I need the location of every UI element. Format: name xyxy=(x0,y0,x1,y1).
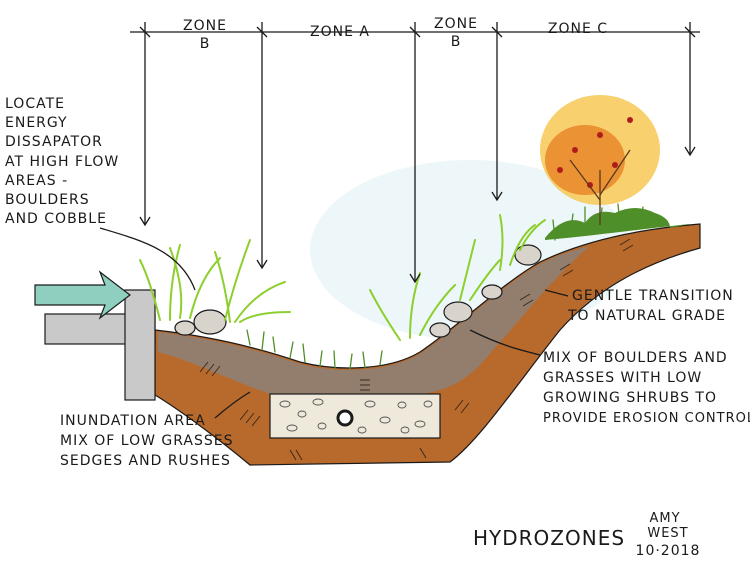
note-line: DISSAPATOR xyxy=(5,134,103,150)
headwall xyxy=(124,289,156,401)
zone-label: ZONE A xyxy=(310,24,370,40)
note-line: GROWING SHRUBS TO xyxy=(543,390,717,406)
zone-dimension-line xyxy=(130,22,700,284)
note-line: ENERGY xyxy=(5,115,68,131)
note-line: AT HIGH FLOW xyxy=(5,154,119,170)
leader-line xyxy=(214,391,251,419)
note-line: PROVIDE EROSION CONTROL xyxy=(543,411,750,426)
leader-line xyxy=(99,227,196,291)
underdrain-pipe xyxy=(336,409,354,427)
zone-label: ZONE xyxy=(183,18,227,34)
zone-label: B xyxy=(200,36,211,52)
note-line: MIX OF BOULDERS AND xyxy=(543,350,728,366)
groundcover xyxy=(545,208,690,240)
zone-label: ZONE C xyxy=(548,21,608,37)
boulders-grasses-note: MIX OF BOULDERS AND GRASSES WITH LOW GRO… xyxy=(543,350,750,426)
note-line: AREAS - xyxy=(5,173,68,189)
note-line: AND COBBLE xyxy=(5,211,107,227)
note-line: GENTLE TRANSITION xyxy=(572,288,734,304)
signature-last: WEST xyxy=(647,526,688,541)
note-line: MIX OF LOW GRASSES xyxy=(60,433,233,449)
leader-line xyxy=(544,289,569,297)
note-line: LOCATE xyxy=(5,96,65,112)
zone-label: B xyxy=(451,34,462,50)
gravel-stones xyxy=(279,398,433,434)
boulders xyxy=(174,244,542,338)
flow-arrow-icon xyxy=(34,270,131,320)
leader-line xyxy=(469,329,541,356)
drawing-title: HYDROZONES xyxy=(473,526,625,550)
signature-first: AMY xyxy=(649,511,680,526)
inundation-note: INUNDATION AREA MIX OF LOW GRASSES SEDGE… xyxy=(60,413,233,469)
note-line: TO NATURAL GRADE xyxy=(567,308,726,324)
zone-label: ZONE xyxy=(434,16,478,32)
note-line: GRASSES WITH LOW xyxy=(543,370,702,386)
note-line: INUNDATION AREA xyxy=(60,413,206,429)
grasses xyxy=(139,203,644,370)
soil-hatching xyxy=(199,238,634,461)
gravel-trench xyxy=(269,393,441,439)
note-line: SEDGES AND RUSHES xyxy=(60,453,231,469)
energy-dissipator-note: LOCATE ENERGY DISSAPATOR AT HIGH FLOW AR… xyxy=(5,96,119,227)
channel-lining xyxy=(158,246,590,394)
gentle-transition-note: GENTLE TRANSITION TO NATURAL GRADE xyxy=(567,288,734,324)
signature-date: 10·2018 xyxy=(636,543,701,559)
note-line: BOULDERS xyxy=(5,192,90,208)
orange-shrub xyxy=(540,95,660,225)
